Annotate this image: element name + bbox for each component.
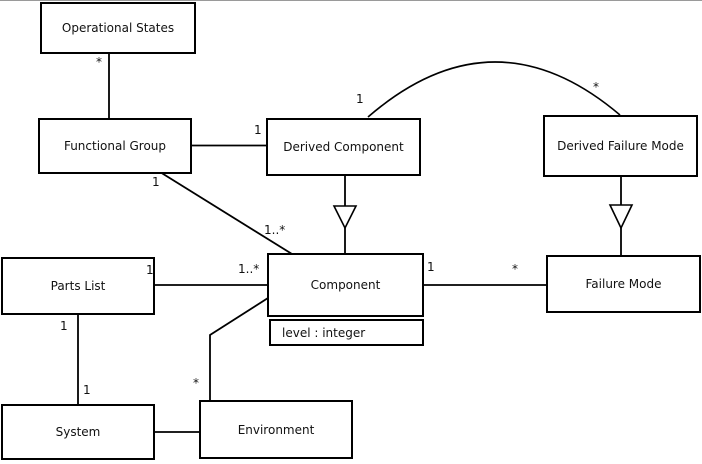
class-component: Component <box>267 253 424 317</box>
class-label: System <box>55 425 101 439</box>
multiplicity-label: 1 <box>146 263 154 277</box>
class-label: Environment <box>237 422 315 437</box>
multiplicity-label: 1 <box>152 175 160 189</box>
multiplicity-label: 1 <box>427 260 435 274</box>
multiplicity-label: 1..* <box>238 262 260 276</box>
class-component-attribute-compartment: level : integer <box>269 319 424 346</box>
class-label: Parts List <box>50 279 106 293</box>
multiplicity-label: 1 <box>83 383 91 397</box>
edge-functional-group-component <box>159 171 293 255</box>
class-label: Failure Mode <box>585 277 662 291</box>
multiplicity-label: 1..* <box>264 223 286 237</box>
class-derived-component: Derived Component <box>266 118 421 176</box>
class-operational-states: Operational States <box>40 2 196 54</box>
class-label: Derived Component <box>283 140 404 154</box>
class-derived-failure-mode: Derived Failure Mode <box>543 115 698 177</box>
multiplicity-label: 1 <box>254 123 262 137</box>
generalization-triangle-derived-component <box>332 205 358 230</box>
edge-component-environment <box>209 297 269 401</box>
class-failure-mode: Failure Mode <box>546 255 701 313</box>
class-label: Derived Failure Mode <box>557 139 684 153</box>
attribute-label: level : integer <box>282 325 366 340</box>
multiplicity-label: 1 <box>60 319 68 333</box>
class-parts-list: Parts List <box>1 257 155 315</box>
edge-derived-component-derived-failure-mode-arc <box>367 61 621 118</box>
class-functional-group: Functional Group <box>38 118 192 174</box>
class-environment: Environment <box>199 400 353 459</box>
multiplicity-label: * <box>593 80 599 94</box>
class-label: Component <box>310 278 381 292</box>
class-label: Operational States <box>61 21 175 35</box>
multiplicity-label: 1 <box>356 92 364 106</box>
class-label: Functional Group <box>63 139 167 153</box>
generalization-triangle-derived-failure-mode <box>608 204 634 230</box>
multiplicity-label: * <box>512 262 518 276</box>
class-system: System <box>1 404 155 460</box>
window-top-edge-line <box>0 0 702 1</box>
multiplicity-label: * <box>193 376 199 390</box>
multiplicity-label: * <box>96 55 102 69</box>
